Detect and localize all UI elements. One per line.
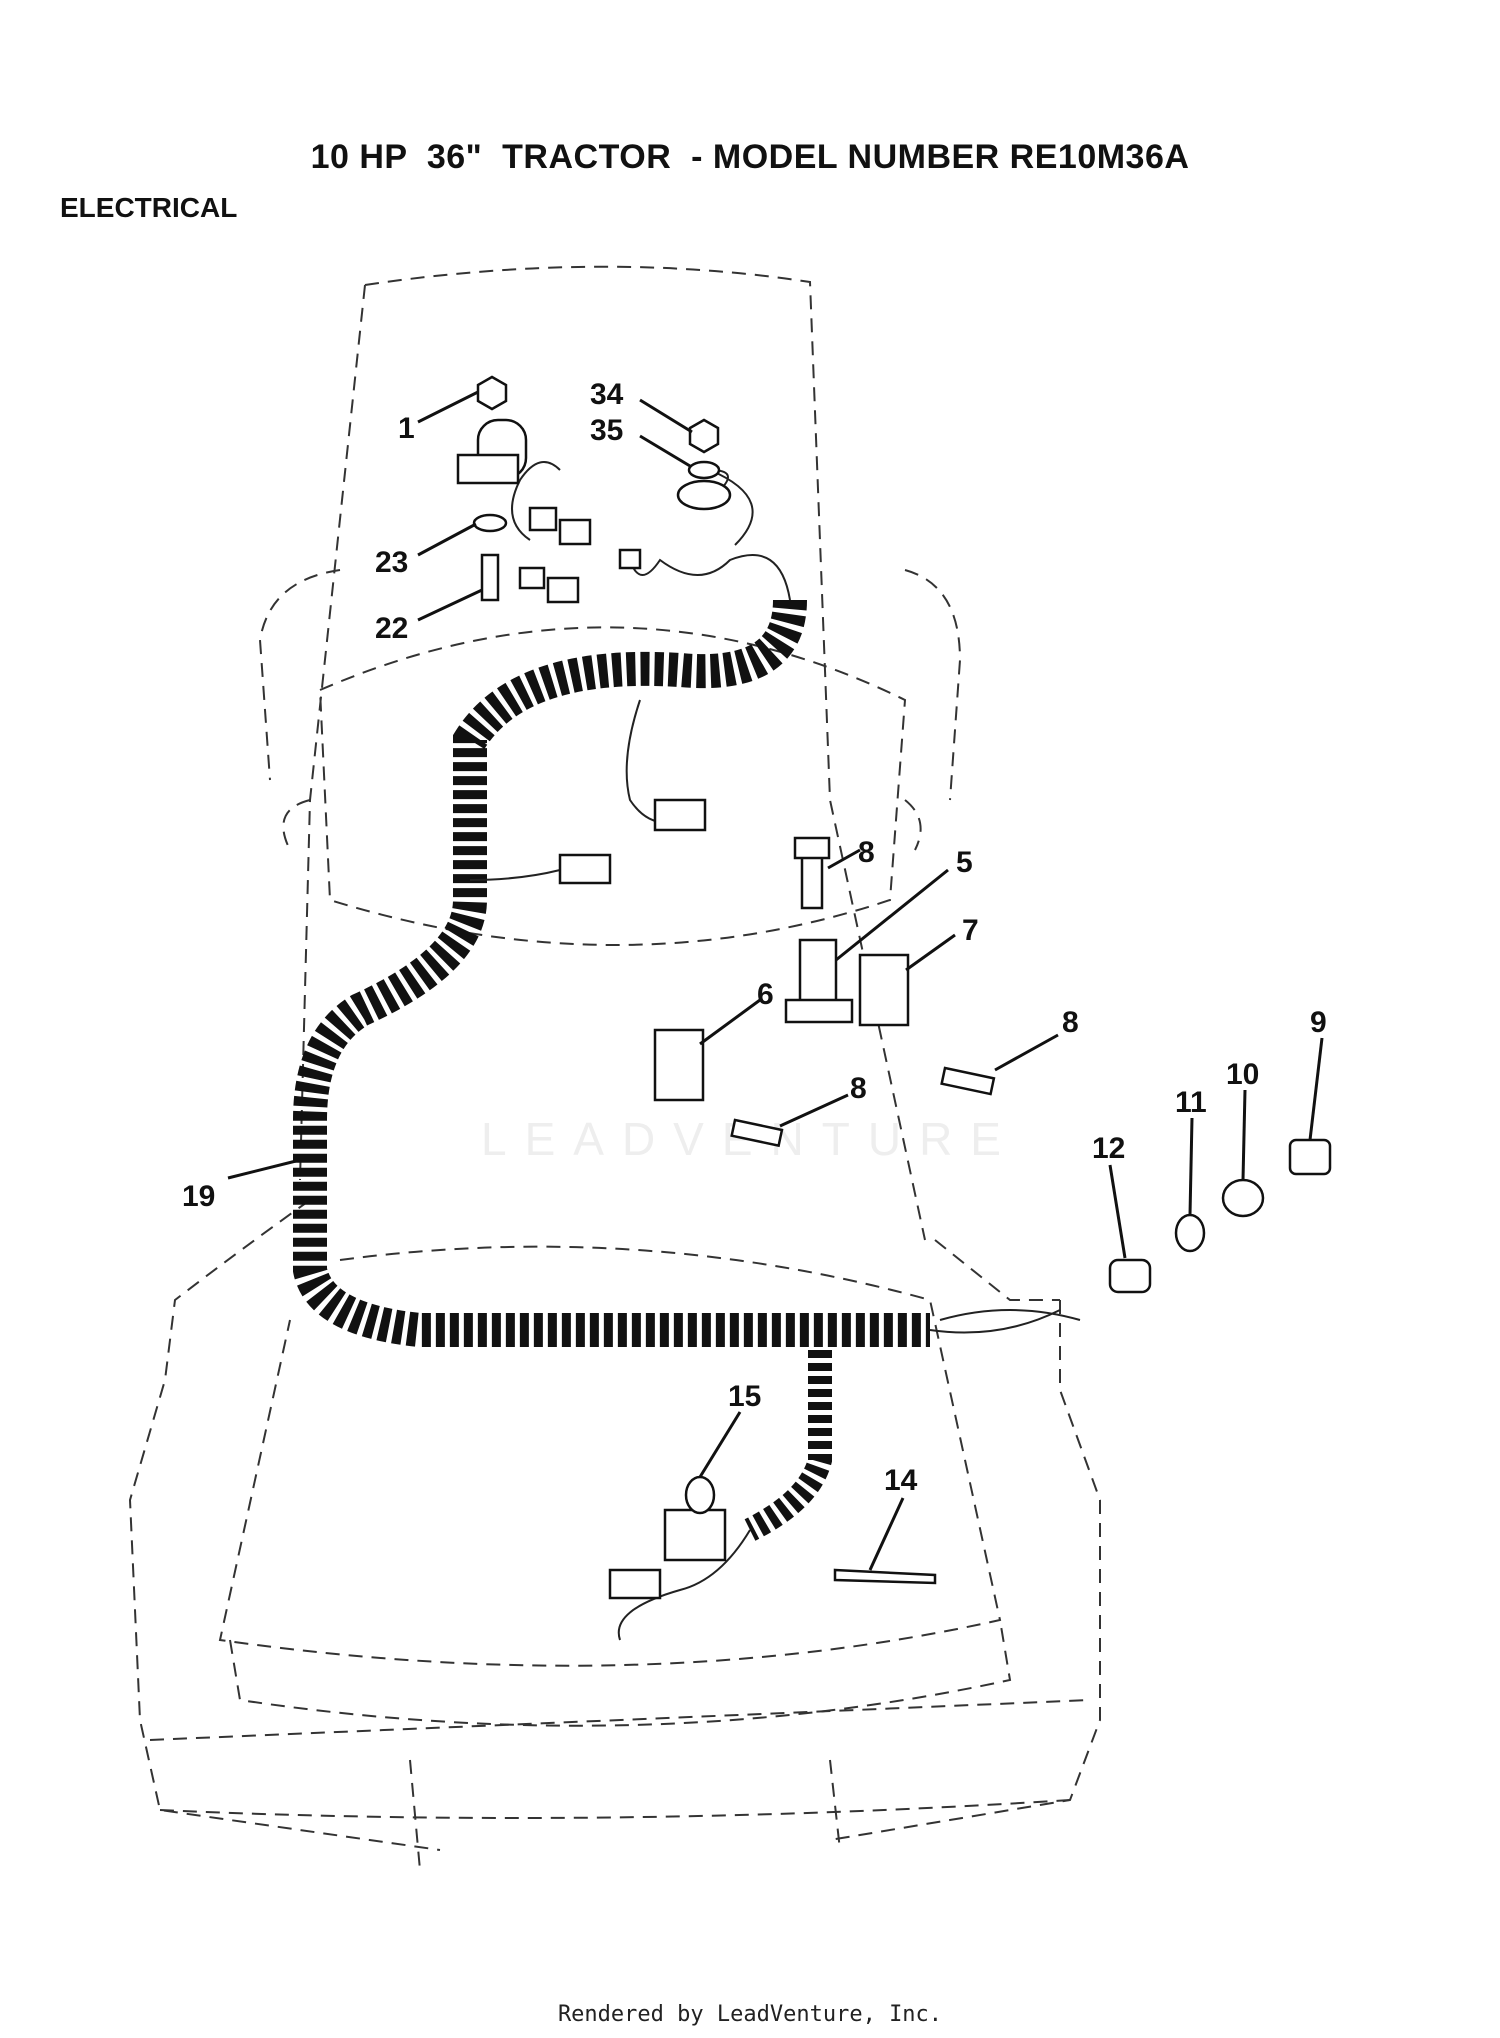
bracket-icon	[798, 938, 838, 1012]
leader-10	[1241, 1089, 1247, 1181]
section-heading: ELECTRICAL	[60, 192, 238, 223]
screw-icon	[940, 1066, 996, 1096]
callout-6: 6	[757, 978, 774, 1011]
nut-icon	[476, 375, 508, 411]
callout-labels: 1 34 35 23 22 8 5 7 6 8 8 9 10 11 12 19 …	[182, 378, 1327, 1497]
callout-8-right: 8	[1062, 1006, 1079, 1039]
callout-1: 1	[398, 412, 415, 445]
seat-switch-icon	[663, 1508, 727, 1562]
callout-11: 11	[1175, 1086, 1207, 1119]
callout-19: 19	[182, 1180, 215, 1213]
callout-23: 23	[375, 546, 408, 579]
callout-14: 14	[884, 1464, 918, 1497]
bolt-icon	[480, 553, 500, 602]
tractor-outline	[128, 265, 1101, 1871]
leader-7	[905, 933, 956, 972]
callout-10: 10	[1226, 1058, 1259, 1091]
leader-35	[639, 434, 691, 468]
harness-connector	[653, 798, 707, 832]
leader-9	[1308, 1037, 1324, 1141]
connector	[546, 576, 580, 604]
leader-23	[417, 522, 477, 557]
nut-icon	[1174, 1213, 1206, 1253]
leader-1	[417, 390, 479, 424]
callout-22: 22	[375, 612, 408, 645]
connector	[518, 566, 546, 590]
page-title: 10 HP 36" TRACTOR - MODEL NUMBER RE10M36…	[310, 138, 1190, 176]
screw-head	[793, 836, 831, 860]
connector	[608, 1568, 662, 1600]
callout-15: 15	[728, 1380, 761, 1413]
leader-8a	[827, 848, 861, 870]
connector	[528, 506, 558, 532]
connector	[558, 518, 592, 546]
callout-9: 9	[1310, 1006, 1327, 1039]
leader-8b	[994, 1033, 1059, 1072]
wire-harness-coil	[293, 599, 930, 1541]
callout-35: 35	[590, 414, 623, 447]
solenoid-bracket	[456, 453, 520, 485]
leader-14	[868, 1497, 905, 1571]
ignition-switch-icon	[1108, 1258, 1152, 1294]
callout-34: 34	[590, 378, 624, 411]
leader-8c	[779, 1093, 849, 1128]
connector	[618, 548, 642, 570]
leader-22	[417, 588, 483, 622]
bracket-base	[784, 998, 854, 1024]
screw-icon	[730, 1118, 784, 1148]
key-icon	[1288, 1138, 1332, 1176]
callout-7: 7	[962, 914, 979, 947]
leader-lines	[227, 390, 1324, 1571]
callout-8-bottom: 8	[850, 1072, 867, 1105]
footer-credit: Rendered by LeadVenture, Inc.	[557, 2002, 943, 2027]
leader-6	[699, 998, 761, 1046]
callout-5: 5	[956, 846, 973, 879]
leader-5	[835, 868, 949, 962]
leader-19	[227, 1158, 301, 1180]
washer-icon	[472, 513, 508, 533]
leader-12	[1108, 1164, 1127, 1259]
leader-34	[639, 398, 693, 434]
washer-icon	[687, 460, 721, 480]
leader-15	[698, 1411, 742, 1478]
switch-icon	[858, 953, 910, 1027]
bezel-icon	[1221, 1178, 1265, 1218]
callout-8-top: 8	[858, 836, 875, 869]
cable-tie-icon	[833, 1568, 937, 1585]
parts	[456, 375, 1332, 1600]
leader-11	[1188, 1117, 1194, 1216]
harness-connector	[558, 853, 612, 885]
callout-12: 12	[1092, 1132, 1125, 1165]
switch-icon	[653, 1028, 705, 1102]
ring-terminal	[676, 479, 732, 511]
screw-icon	[800, 850, 824, 910]
nut-icon	[688, 418, 720, 454]
plunger	[684, 1475, 716, 1515]
